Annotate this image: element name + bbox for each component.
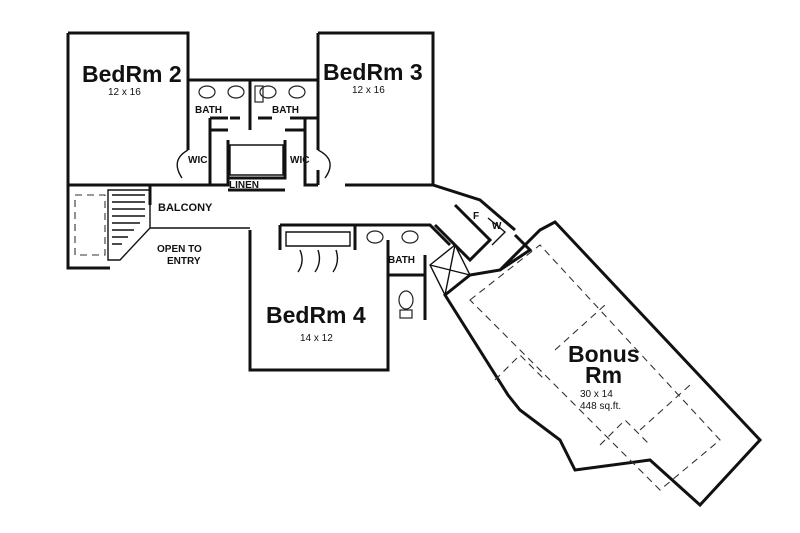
wic-doors xyxy=(176,149,331,179)
bonus-dims: 30 x 14 xyxy=(580,389,613,400)
bath-right-label: BATH xyxy=(272,105,299,116)
bedrm4-walls xyxy=(248,223,452,372)
entry-label: ENTRY xyxy=(167,256,201,267)
label-bedrm3: BedRm 3 12 x 16 xyxy=(323,59,423,96)
bedrm4-name: BedRm 4 xyxy=(266,302,366,328)
bedrm3-walls xyxy=(316,31,516,232)
bedrm4-dims: 14 x 12 xyxy=(300,333,333,344)
label-bonus: Bonus Rm 30 x 14 448 sq.ft. xyxy=(568,341,640,412)
bath-fixtures xyxy=(198,85,306,103)
bedrm2-dims: 12 x 16 xyxy=(108,87,141,98)
bedrm2-name: BedRm 2 xyxy=(82,61,182,87)
open-to-label: OPEN TO xyxy=(157,244,202,255)
water-heater-label: W xyxy=(492,221,502,232)
wic-left-label: WIC xyxy=(188,155,207,166)
stair xyxy=(74,189,151,261)
label-bedrm4: BedRm 4 14 x 12 xyxy=(266,302,366,344)
bonus-area: 448 sq.ft. xyxy=(580,401,621,412)
bath4-fixtures xyxy=(366,230,419,319)
balcony-label: BALCONY xyxy=(158,202,213,214)
bonus-name-line2: Rm xyxy=(585,362,622,388)
bonus-walls xyxy=(443,220,763,508)
wic-right-label: WIC xyxy=(290,155,309,166)
furnace-label: F xyxy=(473,211,479,222)
bedrm3-dims: 12 x 16 xyxy=(352,85,385,96)
bonus-name-line1: Bonus xyxy=(568,341,640,367)
bath-left-label: BATH xyxy=(195,105,222,116)
linen-label: LINEN xyxy=(229,180,259,191)
label-bedrm2: BedRm 2 12 x 16 xyxy=(82,61,182,98)
bath-core-walls xyxy=(186,78,318,192)
bedrm3-name: BedRm 3 xyxy=(323,59,423,85)
bath-lower-label: BATH xyxy=(388,255,415,266)
